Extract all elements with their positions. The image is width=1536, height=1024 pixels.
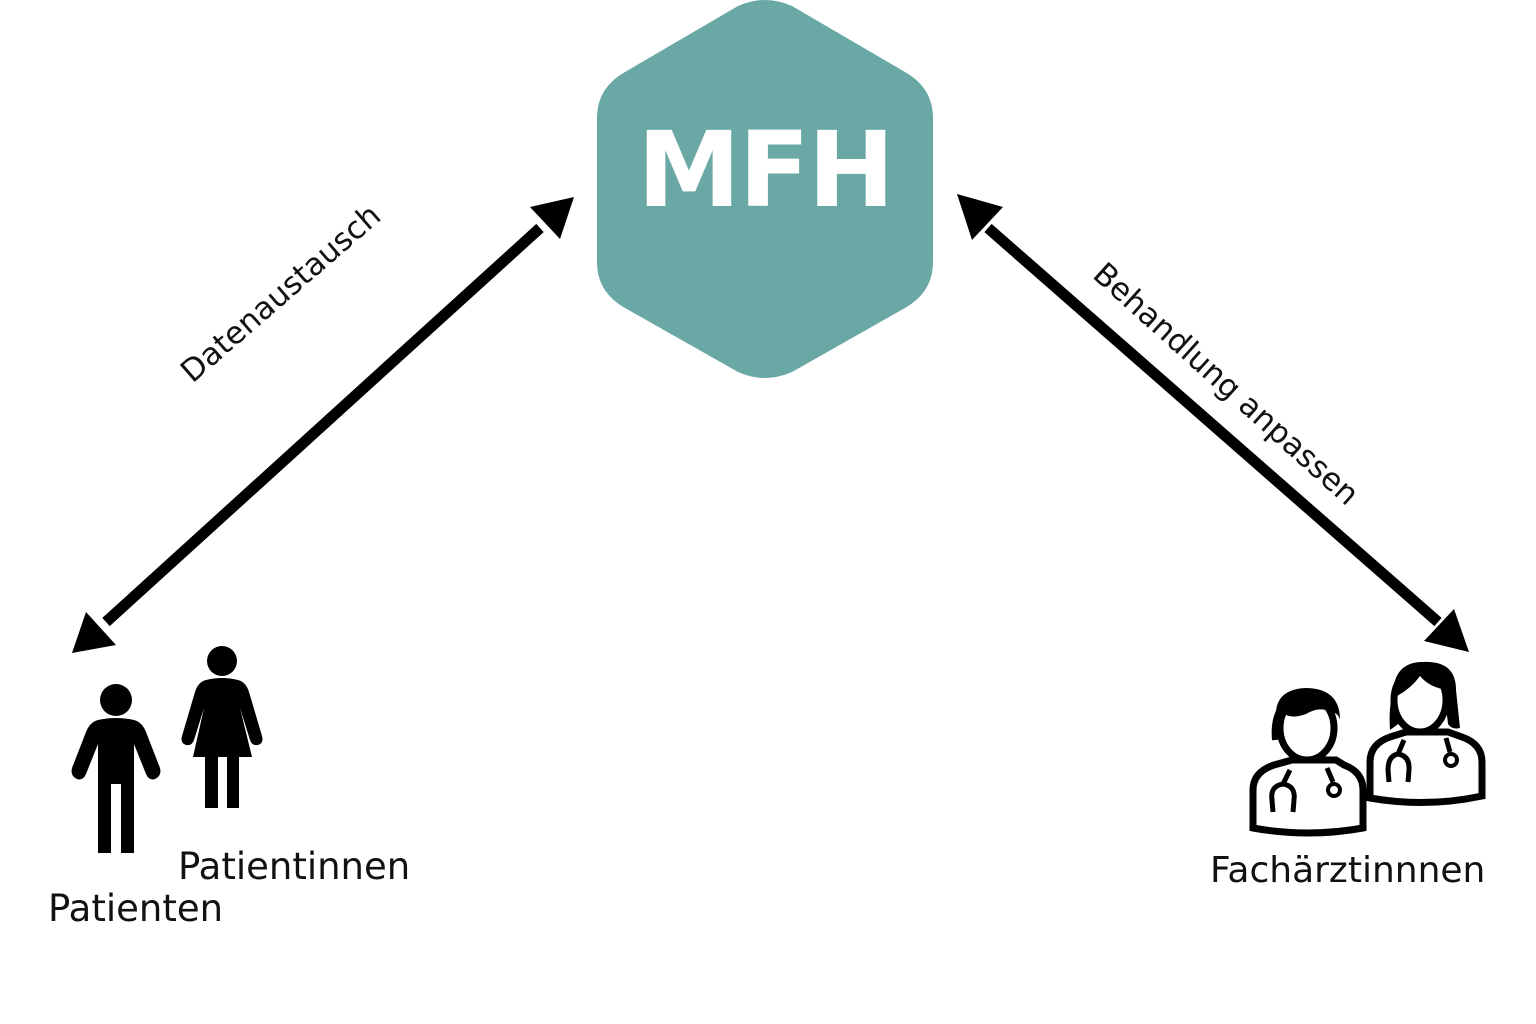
node-label-patientinnen: Patientinnen bbox=[178, 845, 411, 888]
node-label-patienten: Patienten bbox=[48, 887, 224, 930]
arrow-shaft bbox=[984, 223, 1442, 627]
male-person-icon bbox=[71, 684, 161, 853]
node-label-fachaerztinnen: Fachärztinnnen bbox=[1210, 850, 1486, 891]
arrowhead-down-right bbox=[1424, 609, 1469, 652]
arrow-shaft bbox=[102, 223, 544, 627]
male-doctor-icon bbox=[1249, 688, 1367, 837]
arrowhead-up-right bbox=[530, 197, 574, 239]
edge-arrow-datenaustausch bbox=[72, 197, 574, 653]
arrowhead-up-left bbox=[957, 194, 1003, 240]
female-doctor-icon bbox=[1366, 661, 1486, 807]
hub-label: MFH bbox=[637, 109, 895, 231]
hub-hexagon[interactable] bbox=[597, 0, 933, 378]
arrowhead-down-left bbox=[72, 612, 116, 653]
female-person-icon bbox=[181, 646, 263, 808]
edge-arrow-behandlung bbox=[957, 194, 1469, 652]
